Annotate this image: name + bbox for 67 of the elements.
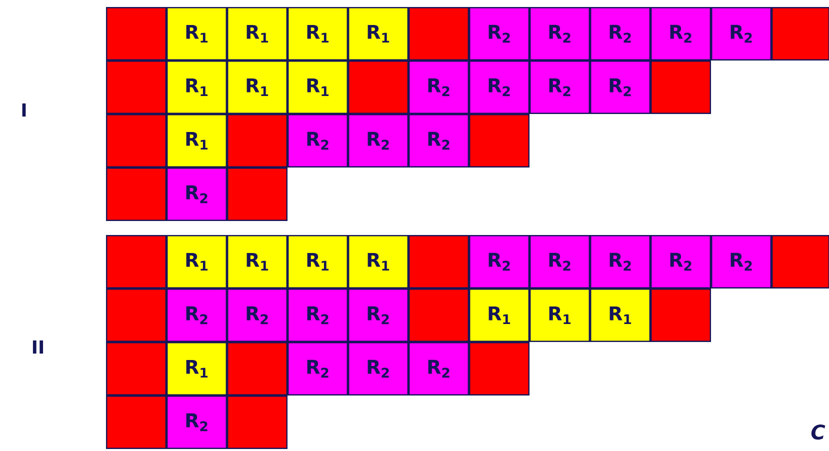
grid-cell [469, 114, 530, 168]
grid-cell [106, 60, 166, 114]
grid-cell [772, 7, 829, 60]
grid-cell [650, 60, 711, 114]
grid-cell: R$_{1}$ [288, 235, 348, 288]
grid-cell: R$_{2}$ [650, 235, 711, 288]
grid-cell [408, 7, 469, 60]
grid-cell: R$_{2}$ [590, 235, 650, 288]
corner-letter: C [811, 424, 826, 440]
grid-cell: R$_{2}$ [288, 114, 348, 168]
grid-cell [106, 235, 166, 288]
grid-cell [227, 114, 288, 168]
grid-cell: R$_{1}$ [227, 7, 288, 60]
grid-cell [408, 235, 469, 288]
grid-cell [106, 288, 166, 342]
grid-cell: R$_{2}$ [166, 396, 227, 449]
grid-cell: R$_{2}$ [408, 114, 469, 168]
grid-cell: R$_{1}$ [469, 288, 530, 342]
grid-cell: R$_{2}$ [166, 288, 227, 342]
grid-cell: R$_{2}$ [348, 342, 409, 396]
grid-cell: R$_{1}$ [530, 288, 590, 342]
grid-cell: R$_{2}$ [469, 235, 530, 288]
grid-cell: R$_{1}$ [166, 114, 227, 168]
grid-cell: R$_{1}$ [590, 288, 650, 342]
grid-cell: R$_{2}$ [227, 288, 288, 342]
grid-cell [106, 7, 166, 60]
grid-cell [106, 396, 166, 449]
grid-cell: R$_{2}$ [348, 288, 409, 342]
grid-cell [348, 60, 409, 114]
grid-cell [227, 396, 288, 449]
grid-cell [772, 235, 829, 288]
row-group-label: II [32, 340, 44, 354]
grid-cell: R$_{1}$ [348, 235, 409, 288]
grid-cell: R$_{1}$ [166, 235, 227, 288]
grid-cell: R$_{1}$ [227, 60, 288, 114]
grid-cell: R$_{1}$ [166, 60, 227, 114]
grid-cell: R$_{2}$ [530, 235, 590, 288]
grid-cell [106, 342, 166, 396]
grid-cell [106, 114, 166, 168]
grid-cell: R$_{2}$ [530, 60, 590, 114]
grid-cell: R$_{2}$ [650, 7, 711, 60]
grid-cell: R$_{2}$ [288, 288, 348, 342]
grid-cell: R$_{2}$ [469, 7, 530, 60]
grid-cell [469, 342, 530, 396]
grid-cell [650, 288, 711, 342]
grid-cell: R$_{1}$ [227, 235, 288, 288]
grid-cell: R$_{2}$ [348, 114, 409, 168]
row-group-label: I [22, 103, 26, 117]
grid-cell: R$_{2}$ [590, 60, 650, 114]
grid-cell: R$_{2}$ [711, 235, 772, 288]
grid-cell: R$_{2}$ [590, 7, 650, 60]
grid-cell: R$_{1}$ [348, 7, 409, 60]
grid-cell: R$_{2}$ [711, 7, 772, 60]
grid-cell: R$_{2}$ [408, 342, 469, 396]
grid-cell [408, 288, 469, 342]
grid-cell: R$_{1}$ [166, 7, 227, 60]
grid-cell: R$_{2}$ [469, 60, 530, 114]
grid-cell [227, 342, 288, 396]
grid-cell: R$_{2}$ [288, 342, 348, 396]
grid-cell [106, 168, 166, 221]
grid-cell: R$_{1}$ [166, 342, 227, 396]
grid-cell: R$_{2}$ [166, 168, 227, 221]
grid-cell: R$_{1}$ [288, 7, 348, 60]
grid-cell: R$_{1}$ [288, 60, 348, 114]
grid-cell: R$_{2}$ [408, 60, 469, 114]
grid-cell [227, 168, 288, 221]
grid-cell: R$_{2}$ [530, 7, 590, 60]
